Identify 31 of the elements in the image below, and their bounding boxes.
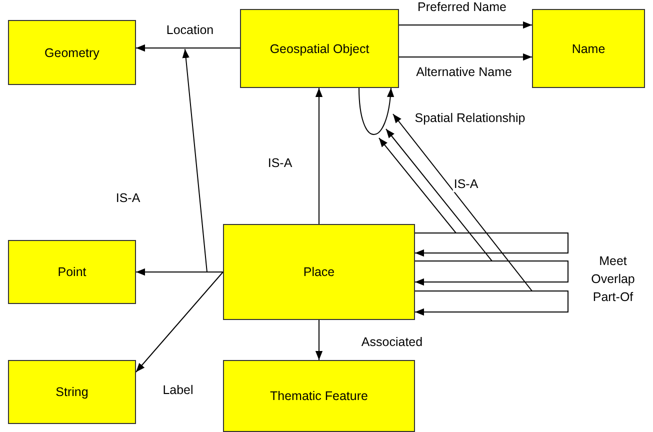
class-box: [223, 224, 415, 320]
class-box: [8, 240, 136, 304]
arrow: [414, 260, 568, 286]
class-box: [532, 9, 645, 88]
edge-label: IS-A: [452, 178, 480, 192]
class-box: [223, 360, 415, 432]
arrow: [398, 21, 532, 29]
class-name: Geometry: [44, 46, 100, 60]
arrow: [315, 88, 323, 224]
edge-label: Spatial Relationship: [414, 112, 526, 126]
arrow: [358, 88, 394, 135]
arrow: [398, 53, 532, 61]
class-box: [240, 9, 399, 88]
arrow: [136, 44, 240, 52]
arrow: [136, 268, 224, 276]
class-name: Name: [572, 42, 606, 56]
class-box: [8, 360, 136, 424]
arrow: [414, 290, 568, 316]
arrow: [136, 272, 224, 372]
class-name: String: [56, 385, 88, 399]
class-name: Thematic Feature: [270, 389, 368, 403]
class-name: Geospatial Object: [270, 42, 370, 56]
arrow: [315, 320, 323, 360]
edge-label: Overlap: [590, 273, 636, 287]
arrow: [378, 138, 458, 234]
class-name: Place: [303, 265, 335, 279]
class-name: Point: [58, 265, 86, 279]
arrow: [414, 232, 568, 257]
class-box: [8, 20, 136, 85]
arrow: [392, 114, 534, 292]
arrow: [386, 128, 494, 262]
